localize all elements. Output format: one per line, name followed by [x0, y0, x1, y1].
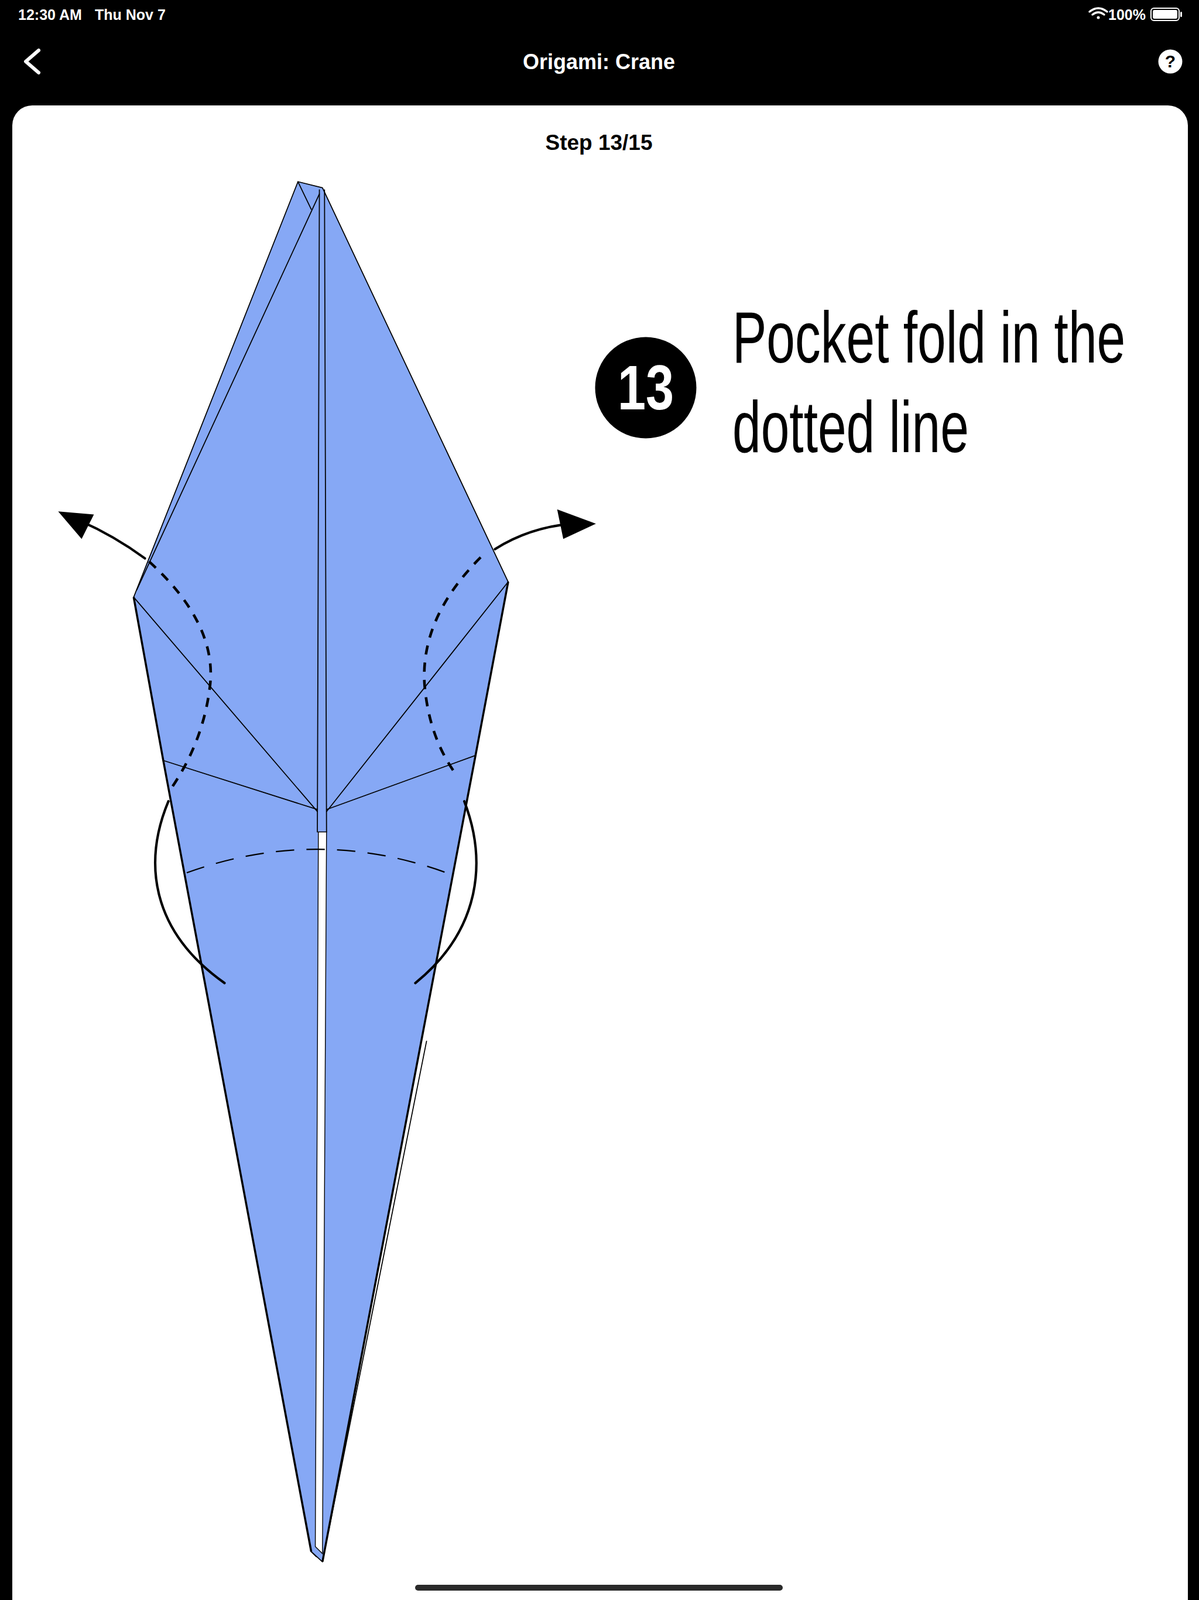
wifi-icon [1089, 8, 1108, 20]
content-card [12, 105, 1188, 1600]
arrowhead [57, 511, 94, 539]
label-box: Step 13/15 [545, 129, 653, 156]
title-box: Origami: Crane [522, 49, 676, 75]
home-indicator [415, 1584, 783, 1591]
fold-arrows [79, 520, 572, 983]
center-gap [315, 831, 327, 1554]
crane-body [133, 181, 509, 1562]
back-chevron [25, 50, 39, 73]
help-icon-circle [1158, 49, 1183, 74]
valley-fold-dashes [186, 848, 452, 875]
help-icon: ? [1158, 49, 1183, 74]
label-box: 100% [1108, 5, 1146, 24]
crane-illustration [57, 181, 596, 1562]
callout-number-text: 13 [617, 355, 674, 420]
step-counter: Step 13/15 [545, 129, 653, 156]
screen-title: Origami: Crane [522, 49, 676, 75]
status-text: 100% [1108, 5, 1146, 24]
callout-number: 13 [594, 336, 697, 439]
outer-edges [133, 581, 509, 1562]
pocket-fold-dashes [148, 557, 481, 789]
status-text: Thu Nov 7 [94, 5, 166, 24]
help-icon-text: ? [1165, 52, 1176, 71]
label-box: 12:30 AM [18, 5, 82, 24]
fold-lines [133, 181, 509, 1557]
status-text: 12:30 AM [18, 5, 82, 24]
arrowhead [557, 509, 596, 540]
instruction-text: Pocket fold in the dotted line [732, 292, 1184, 472]
callout-number-circle [595, 337, 697, 439]
label-box: Pocket fold in the dotted line [732, 292, 1184, 472]
battery-icon [1150, 8, 1183, 21]
label-box: Thu Nov 7 [94, 5, 166, 24]
